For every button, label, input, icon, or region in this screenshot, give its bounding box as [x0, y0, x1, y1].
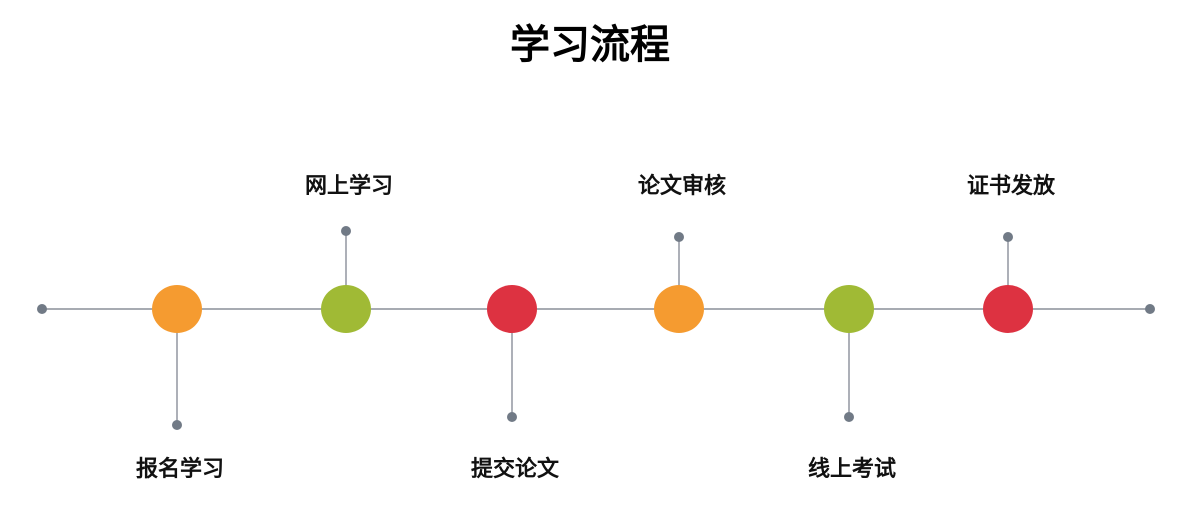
page-title: 学习流程: [510, 22, 670, 68]
step-3-connector-end: [507, 412, 517, 422]
step-3-label: 提交论文: [471, 456, 560, 482]
timeline-step-4: 论文审核: [638, 173, 726, 333]
timeline-step-1: 报名学习: [136, 285, 224, 482]
step-2-node: [321, 285, 371, 333]
timeline-step-2: 网上学习: [305, 173, 393, 333]
step-1-connector-end: [172, 420, 182, 430]
step-3-node: [487, 285, 537, 333]
step-4-label: 论文审核: [638, 173, 726, 199]
timeline-start-point: [37, 304, 47, 314]
step-5-node: [824, 285, 874, 333]
step-2-label: 网上学习: [305, 173, 393, 199]
step-1-label: 报名学习: [136, 456, 224, 482]
step-4-connector-end: [674, 232, 684, 242]
step-5-label: 线上考试: [808, 456, 896, 482]
step-5-connector-end: [844, 412, 854, 422]
step-1-node: [152, 285, 202, 333]
step-6-label: 证书发放: [967, 173, 1056, 199]
timeline-step-6: 证书发放: [967, 173, 1056, 333]
step-2-connector-end: [341, 226, 351, 236]
step-6-node: [983, 285, 1033, 333]
step-6-connector-end: [1003, 232, 1013, 242]
step-4-node: [654, 285, 704, 333]
timeline-step-5: 线上考试: [808, 285, 896, 482]
timeline-step-3: 提交论文: [471, 285, 560, 482]
timeline-end-point: [1145, 304, 1155, 314]
